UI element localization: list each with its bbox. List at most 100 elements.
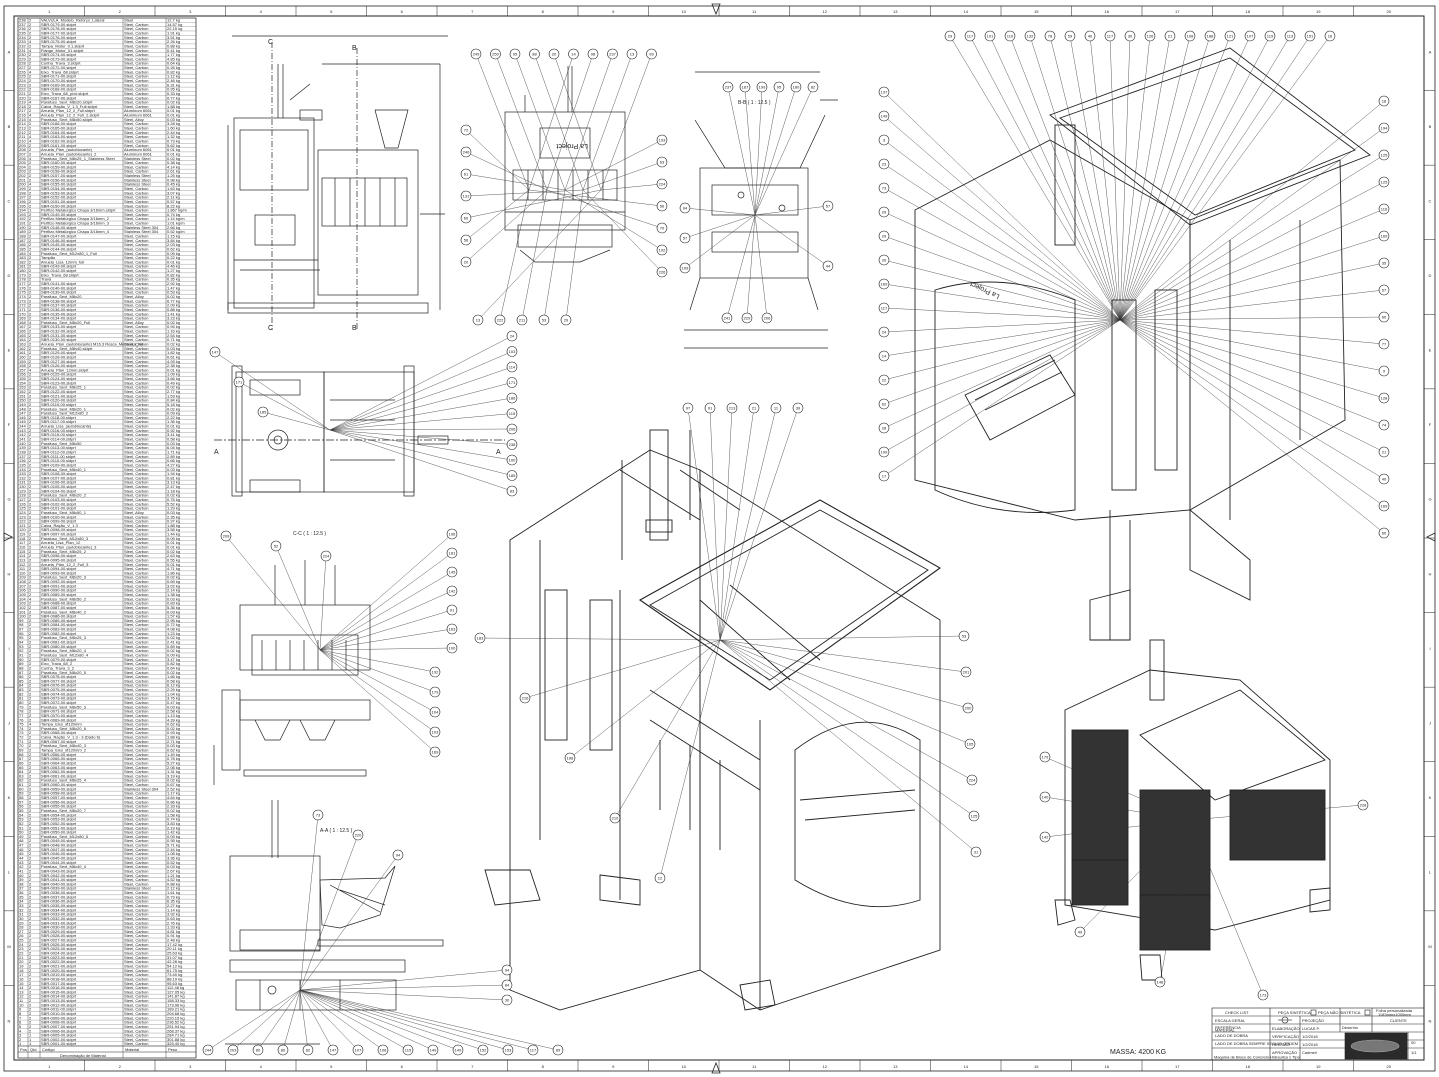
bom-cell-qtd: 2: [29, 147, 32, 152]
grid-row-label: J: [8, 720, 10, 725]
part-balloon: [960, 666, 972, 678]
bom-cell-mat: Steel, Carbon: [124, 704, 148, 709]
part-balloon-number: 104: [432, 710, 439, 715]
bom-cell-desc: SBR-0063-00.sldprt: [41, 765, 77, 770]
balloon-leader: [329, 429, 513, 476]
balloon-leader: [329, 397, 513, 431]
balloon-leader: [883, 319, 1121, 381]
part-balloon: [1224, 30, 1236, 42]
bom-cell-peso: 1.66 kg: [167, 674, 180, 679]
bom-cell-pos: 226: [19, 69, 26, 74]
bom-cell-qtd: 2: [29, 419, 32, 424]
bom-cell-mat: Stainless Steel: [124, 886, 151, 891]
bom-cell-desc: SBR-0031-00.sldprt: [41, 920, 77, 925]
bom-cell-desc: Arruela_Plan_12_2_Full_2.sldprt: [41, 113, 100, 118]
part-balloon-number: 24: [882, 330, 887, 335]
bom-cell-mat: Steel, Carbon: [124, 48, 148, 53]
bom-cell-qtd: 2: [29, 246, 32, 251]
part-balloon: [1284, 30, 1296, 42]
bom-cell-peso: 0.71 kg: [167, 337, 180, 342]
bom-cell-qtd: 2: [29, 894, 32, 899]
part-balloon-number: 77: [1382, 342, 1387, 347]
bom-cell-pos: 135: [19, 462, 26, 467]
part-balloon-number: 169: [432, 750, 439, 755]
balloon-leader: [949, 35, 1121, 321]
bom-cell-desc: Tampão: [41, 255, 56, 260]
part-balloon-number: 107: [355, 1048, 362, 1053]
bom-cell-mat: Steel, Carbon: [124, 843, 148, 848]
bom-cell-peso: 1.09 kg: [167, 372, 180, 377]
bom-cell-pos: 101: [19, 609, 26, 614]
bom-cell-pos: 161: [19, 350, 26, 355]
bom-cell-pos: 97: [19, 627, 24, 632]
part-balloon-number: 149: [455, 1048, 462, 1053]
bom-cell-peso: 0.76 kg: [167, 497, 180, 502]
bom-cell-pos: 180: [19, 268, 26, 273]
part-balloon: [490, 48, 501, 60]
bom-cell-pos: 191: [19, 221, 26, 226]
bom-cell-desc: SBR-0080-00.sldprt: [41, 644, 77, 649]
part-balloon: [302, 1044, 314, 1056]
balloon-leader: [553, 53, 602, 191]
bom-cell-pos: 56: [19, 804, 24, 809]
part-balloon: [1378, 149, 1390, 161]
bom-cell-qtd: 2: [29, 389, 32, 394]
bom-cell-peso: 0.93 kg: [167, 730, 180, 735]
bom-cell-desc: SBR-0122-00.sldprt: [41, 389, 77, 394]
part-balloon: [741, 312, 753, 324]
part-balloon: [506, 485, 518, 497]
bom-cell-qtd: 2: [29, 743, 32, 748]
bom-cell-peso: 0.41 kg: [167, 48, 180, 53]
bom-cell-qtd: 2: [29, 1007, 32, 1012]
bom-cell-pos: 129: [19, 488, 26, 493]
bom-cell-peso: 0.74 kg: [167, 212, 180, 217]
bom-cell-mat: Steel, Carbon: [124, 588, 148, 593]
bom-cell-desc: Parafuso_Sext_M12x80_2: [41, 411, 89, 416]
bom-cell-mat: Steel, Carbon: [124, 782, 148, 787]
bom-cell-peso: 268.37 kg: [167, 1028, 185, 1033]
bom-cell-desc: SBR-0119-00.sldprt: [41, 402, 77, 407]
part-balloon: [878, 182, 890, 194]
bom-cell-desc: SBR-0068-00.sldprt: [41, 730, 77, 735]
bom-cell-desc: SBR-0158-00.sldprt: [41, 169, 77, 174]
bom-cell-mat: Steel, Carbon: [124, 700, 148, 705]
part-balloon: [1144, 30, 1156, 42]
bom-cell-qtd: 2: [29, 946, 32, 951]
bom-cell-peso: 3.83 kg: [167, 821, 180, 826]
bom-cell-mat: Steel, Carbon: [124, 592, 148, 597]
bom-cell-peso: 0.64 kg: [167, 61, 180, 66]
bom-cell-mat: Steel, Carbon: [124, 324, 148, 329]
bom-cell-pos: 184: [19, 251, 26, 256]
balloon-leader: [475, 53, 530, 191]
bom-cell-qtd: 2: [29, 272, 32, 277]
part-balloon-number: 91: [708, 406, 713, 411]
bom-cell-desc: SBR-0092-00.sldprt: [41, 579, 77, 584]
balloon-leader: [719, 639, 971, 745]
balloon-leader: [883, 319, 1121, 453]
bom-cell-qtd: 2: [29, 959, 32, 964]
balloon-leader: [299, 989, 509, 1051]
bom-cell-pos: 122: [19, 519, 26, 524]
bom-cell-pos: 206: [19, 156, 26, 161]
bom-cell-qtd: 2: [29, 614, 32, 619]
bom-cell-peso: 2.66 kg: [167, 225, 180, 230]
bom-cell-pos: 236: [19, 26, 26, 31]
bom-cell-mat: Steel, Carbon: [124, 480, 148, 485]
part-balloon: [472, 314, 484, 326]
title-desenho-label: Desenho: [1342, 1025, 1359, 1030]
bom-cell-qtd: 2: [29, 691, 32, 696]
bom-cell-mat: Steel, Carbon: [124, 35, 148, 40]
bom-cell-pos: 46: [19, 847, 24, 852]
bom-cell-mat: Steel, Carbon: [124, 488, 148, 493]
section-letter-c-bottom: C: [268, 325, 273, 332]
balloon-leader: [1119, 35, 1171, 321]
cc-section-view: [213, 560, 371, 785]
part-balloon-number: 70: [660, 226, 665, 231]
bom-cell-peso: 0.64 kg: [167, 665, 180, 670]
bom-cell-mat: Steel, Carbon: [124, 799, 148, 804]
balloon-leader: [465, 129, 530, 191]
bom-cell-mat: Steel, Carbon: [124, 221, 148, 226]
bom-cell-pos: 116: [19, 544, 26, 549]
balloon-leader: [1119, 262, 1385, 321]
bom-cell-mat: Steel, Alloy: [124, 320, 144, 325]
